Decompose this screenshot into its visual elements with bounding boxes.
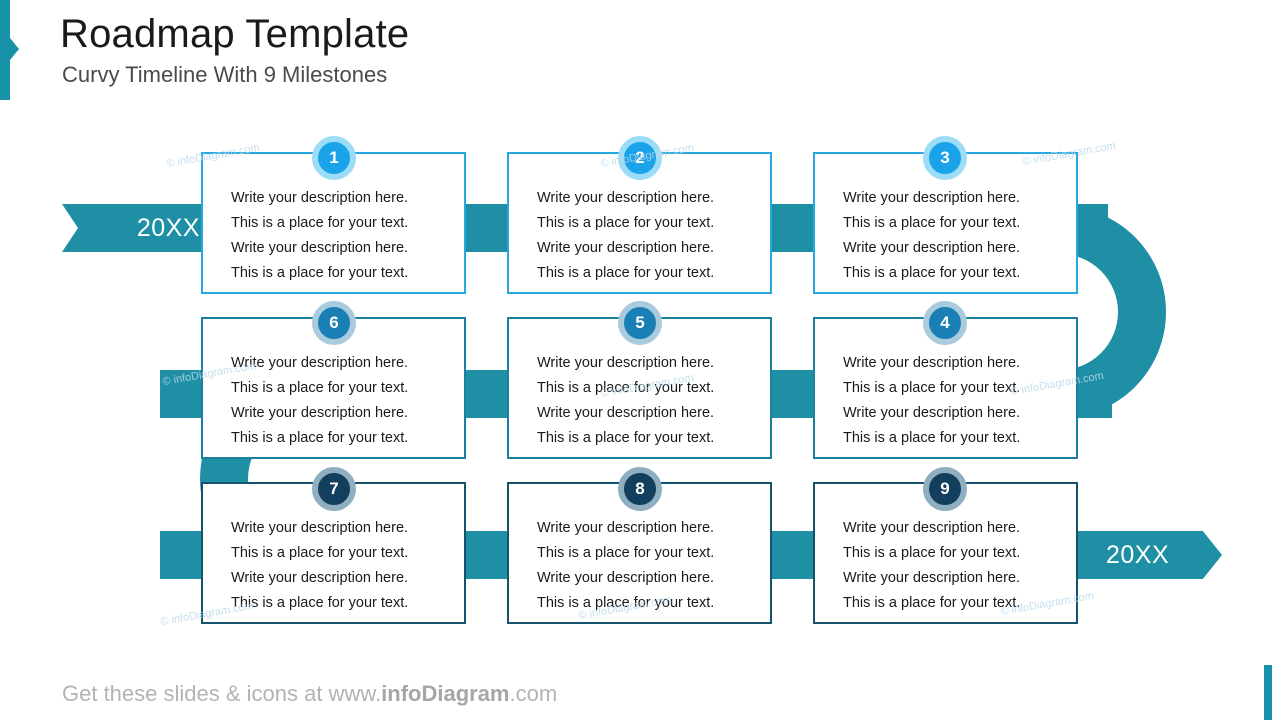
footer-brand: infoDiagram (381, 681, 510, 706)
milestone-number: 3 (940, 148, 950, 167)
desc-line: Write your description here. (231, 570, 409, 586)
desc-line: Write your description here. (537, 190, 715, 206)
milestone-number: 5 (635, 313, 645, 332)
desc-line: Write your description here. (537, 520, 715, 536)
milestone-number-badge[interactable]: 2 (618, 136, 662, 180)
milestone-number: 6 (329, 313, 339, 332)
milestone-box[interactable]: Write your description here. This is a p… (813, 317, 1078, 459)
milestone-number-badge[interactable]: 8 (618, 467, 662, 511)
desc-line: Write your description here. (843, 520, 1021, 536)
desc-line: This is a place for your text. (843, 265, 1021, 281)
milestone-description: Write your description here. This is a p… (537, 186, 760, 286)
desc-line: This is a place for your text. (231, 430, 409, 446)
desc-line: This is a place for your text. (231, 265, 409, 281)
milestone-number: 9 (940, 479, 950, 498)
milestone-number-badge[interactable]: 1 (312, 136, 356, 180)
desc-line: Write your description here. (537, 240, 715, 256)
connector-bar (462, 531, 514, 579)
desc-line: Write your description here. (843, 355, 1021, 371)
desc-line: This is a place for your text. (537, 430, 715, 446)
accent-notch-icon (10, 38, 19, 60)
milestone-description: Write your description here. This is a p… (843, 351, 1066, 451)
connector-bar (1072, 370, 1112, 418)
desc-line: Write your description here. (843, 240, 1021, 256)
desc-line: Write your description here. (537, 570, 715, 586)
desc-line: Write your description here. (843, 570, 1021, 586)
desc-line: This is a place for your text. (231, 595, 409, 611)
milestone-description: Write your description here. This is a p… (231, 516, 454, 616)
milestone-number: 2 (635, 148, 645, 167)
footer-suffix: .com (509, 681, 558, 706)
footer-text: Get these slides & icons at www.infoDiag… (62, 681, 557, 707)
milestone-description: Write your description here. This is a p… (231, 186, 454, 286)
page-subtitle: Curvy Timeline With 9 Milestones (62, 62, 388, 87)
desc-line: This is a place for your text. (231, 380, 409, 396)
timeline-start-label: 20XX (136, 213, 200, 242)
timeline-end-label: 20XX (1106, 540, 1170, 569)
desc-line: This is a place for your text. (537, 545, 715, 561)
milestone-number: 8 (635, 479, 645, 498)
desc-line: This is a place for your text. (843, 215, 1021, 231)
desc-line: Write your description here. (231, 405, 409, 421)
milestone-number-badge[interactable]: 4 (923, 301, 967, 345)
desc-line: This is a place for your text. (537, 380, 715, 396)
milestone-number-badge[interactable]: 5 (618, 301, 662, 345)
milestone-number: 1 (329, 148, 339, 167)
desc-line: This is a place for your text. (537, 265, 715, 281)
connector-bar (768, 531, 820, 579)
right-curve-connector (1060, 206, 1166, 418)
desc-line: Write your description here. (231, 355, 409, 371)
desc-line: Write your description here. (843, 190, 1021, 206)
milestone-number-badge[interactable]: 9 (923, 467, 967, 511)
milestone-number: 7 (329, 479, 339, 498)
connector-bar (462, 370, 514, 418)
milestone-description: Write your description here. This is a p… (843, 516, 1066, 616)
milestone-number: 4 (940, 313, 950, 332)
milestone-description: Write your description here. This is a p… (843, 186, 1066, 286)
desc-line: This is a place for your text. (231, 545, 409, 561)
milestone-description: Write your description here. This is a p… (231, 351, 454, 451)
desc-line: Write your description here. (537, 405, 715, 421)
footer-prefix: Get these slides & icons at www. (62, 681, 382, 706)
desc-line: This is a place for your text. (537, 595, 715, 611)
timeline-start-ribbon: 20XX (62, 204, 222, 252)
connector-bar (1072, 204, 1108, 252)
corner-accent-bar (1264, 665, 1272, 720)
desc-line: Write your description here. (843, 405, 1021, 421)
desc-line: This is a place for your text. (843, 595, 1021, 611)
milestone-number-badge[interactable]: 6 (312, 301, 356, 345)
accent-bar (0, 0, 10, 100)
desc-line: Write your description here. (231, 520, 409, 536)
milestone-number-badge[interactable]: 7 (312, 467, 356, 511)
desc-line: This is a place for your text. (843, 430, 1021, 446)
desc-line: This is a place for your text. (843, 545, 1021, 561)
milestone-number-badge[interactable]: 3 (923, 136, 967, 180)
connector-bar (160, 370, 208, 418)
connector-bar (160, 531, 208, 579)
desc-line: Write your description here. (537, 355, 715, 371)
connector-bar (462, 204, 514, 252)
desc-line: Write your description here. (231, 240, 409, 256)
desc-line: This is a place for your text. (537, 215, 715, 231)
page-title: Roadmap Template (60, 12, 410, 56)
milestone-description: Write your description here. This is a p… (537, 516, 760, 616)
desc-line: Write your description here. (231, 190, 409, 206)
milestone-description: Write your description here. This is a p… (537, 351, 760, 451)
desc-line: This is a place for your text. (843, 380, 1021, 396)
desc-line: This is a place for your text. (231, 215, 409, 231)
connector-bar (768, 204, 820, 252)
connector-bar (768, 370, 820, 418)
